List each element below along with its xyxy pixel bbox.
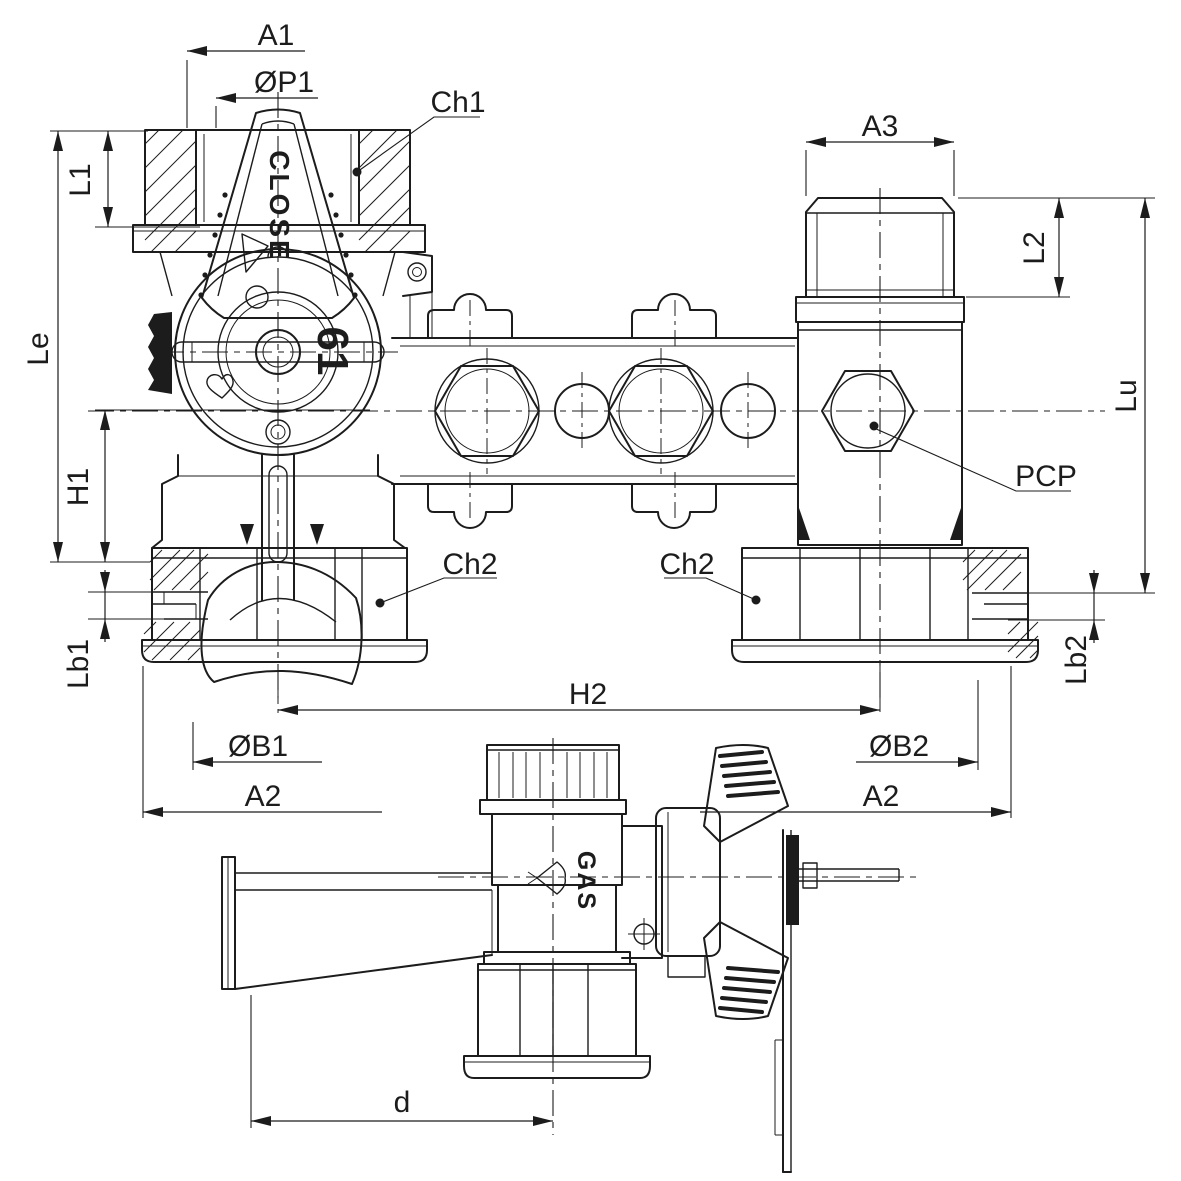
label-pcp: PCP (1015, 460, 1077, 493)
ch1-leader-dot (352, 167, 362, 177)
left-valve-stem-paddle (200, 454, 363, 685)
manifold-port-hole-1 (554, 383, 610, 439)
side-view: GAS (221, 744, 900, 1173)
label-b1: ØB1 (228, 730, 288, 763)
section-hatch-left-nut (143, 549, 209, 661)
dimension-labels: A1 ØP1 Ch1 A3 L1 Le L2 Lu H1 PCP Ch2 Ch2… (22, 19, 1143, 1119)
manifold-port-hole-2 (720, 383, 776, 439)
ch2-right-leader-dot (751, 595, 761, 605)
dial-heart-cutout-icon (206, 374, 234, 399)
label-lu: Lu (1110, 379, 1143, 412)
right-valve-hex-plug (821, 370, 915, 452)
label-lb2: Lb2 (1060, 635, 1093, 685)
gas-marking: GAS (572, 851, 600, 911)
ch2-left-leader-dot (375, 598, 385, 608)
label-a3: A3 (862, 110, 899, 143)
centerlines (88, 92, 1105, 1135)
label-ch2-left: Ch2 (442, 548, 497, 581)
label-a2-right: A2 (863, 780, 900, 813)
handle-grip-ridges-top (718, 750, 780, 798)
label-p1: ØP1 (254, 66, 314, 99)
label-l2: L2 (1018, 231, 1051, 264)
left-valve-handle: CLOSE (198, 108, 358, 319)
side-view-handle (655, 744, 900, 1173)
label-h1: H1 (62, 468, 95, 506)
extension-lines (50, 60, 1155, 1128)
handle-close-marking: CLOSE (264, 150, 295, 261)
side-view-thread-lines (498, 752, 608, 798)
label-le: Le (22, 332, 55, 365)
section-hatch-right-wall (358, 129, 411, 253)
label-ch1: Ch1 (430, 86, 485, 119)
leader-lines (352, 116, 1071, 608)
side-thread-silhouette (148, 312, 172, 394)
right-valve (731, 197, 1039, 663)
manifold (391, 293, 799, 529)
label-a1: A1 (258, 19, 295, 52)
section-hatch-left-wall (144, 129, 197, 253)
gas-heart-icon (536, 861, 567, 895)
manifold-hex-plug-1 (434, 358, 540, 464)
section-hatch-right-nut (962, 549, 1039, 659)
label-h2: H2 (569, 678, 607, 711)
dial-61-marking: 61 (308, 327, 357, 376)
dimension-lines (53, 46, 1150, 1126)
pcp-leader-dot (869, 421, 879, 431)
label-ch2-right: Ch2 (659, 548, 714, 581)
label-lb1: Lb1 (62, 639, 95, 689)
handle-grip-ridges-bottom (718, 966, 780, 1014)
left-valve-bottom (141, 454, 428, 663)
label-d: d (394, 1086, 411, 1119)
left-valve-top-port (132, 129, 426, 297)
handle-grip-dots (198, 192, 358, 298)
side-view-spout (221, 856, 493, 990)
label-l1: L1 (64, 163, 97, 196)
label-b2: ØB2 (869, 730, 929, 763)
label-a2-left: A2 (245, 780, 282, 813)
left-valve-dial: 61 (148, 246, 433, 456)
